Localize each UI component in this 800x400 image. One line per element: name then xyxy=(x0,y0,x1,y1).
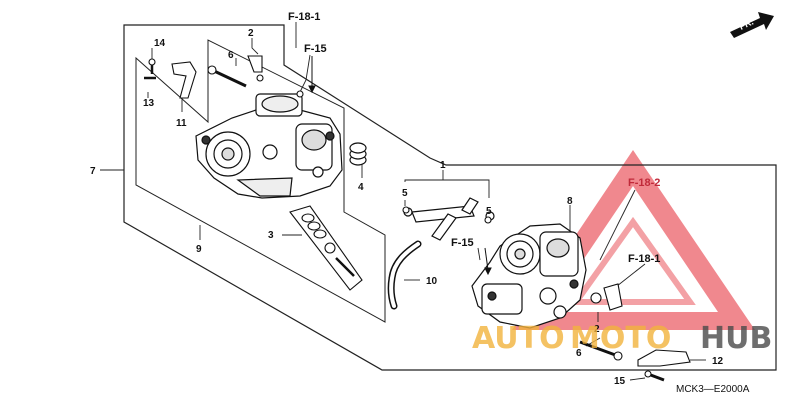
small-parts-top xyxy=(144,55,304,99)
callout-15: 15 xyxy=(614,376,626,387)
leader-lines xyxy=(100,22,706,381)
fuel-joint-pipe xyxy=(403,197,495,241)
watermark-part2: MOTO xyxy=(570,321,671,356)
callout-6-top: 6 xyxy=(228,50,234,61)
callout-13: 13 xyxy=(143,98,155,109)
watermark-part1: AUTO xyxy=(472,321,565,356)
front-direction-arrow: FR. xyxy=(730,12,774,38)
callout-5-left: 5 xyxy=(402,188,408,199)
callout-11: 11 xyxy=(176,118,187,129)
ref-f18-1-right: F-18-1 xyxy=(628,253,660,265)
callout-1: 1 xyxy=(440,160,446,171)
watermark-text: AUTO MOTO HUB xyxy=(472,321,772,356)
callout-6-bottom: 6 xyxy=(576,348,582,359)
ref-f18-2: F-18-2 xyxy=(628,177,660,189)
callout-14: 14 xyxy=(154,38,166,49)
callout-2-bottom: 2 xyxy=(594,324,600,335)
ref-f15-right: F-15 xyxy=(451,237,474,249)
callout-10: 10 xyxy=(426,276,438,287)
ref-f15-top: F-15 xyxy=(304,43,327,55)
small-parts-bottom xyxy=(402,206,691,382)
callout-12: 12 xyxy=(712,356,724,367)
drawing-code: MCK3—E2000A xyxy=(676,384,750,395)
screw-set-3 xyxy=(289,205,363,291)
front-direction-label: FR. xyxy=(738,17,755,32)
watermark-part3: HUB xyxy=(700,321,772,356)
carburetor-right xyxy=(471,223,587,329)
assembly-outline-7 xyxy=(123,24,777,371)
inner-box-left xyxy=(135,39,386,323)
callout-9: 9 xyxy=(196,244,202,255)
spring-4 xyxy=(349,142,367,166)
callout-2-top: 2 xyxy=(248,28,254,39)
carburetor-left xyxy=(195,93,343,199)
callout-5-right: 5 xyxy=(486,206,492,217)
callout-4: 4 xyxy=(358,182,364,193)
reference-arrows xyxy=(308,56,492,276)
ref-f18-1-top: F-18-1 xyxy=(288,11,320,23)
callout-3: 3 xyxy=(268,230,274,241)
callout-7: 7 xyxy=(90,166,96,177)
callout-8: 8 xyxy=(567,196,573,207)
